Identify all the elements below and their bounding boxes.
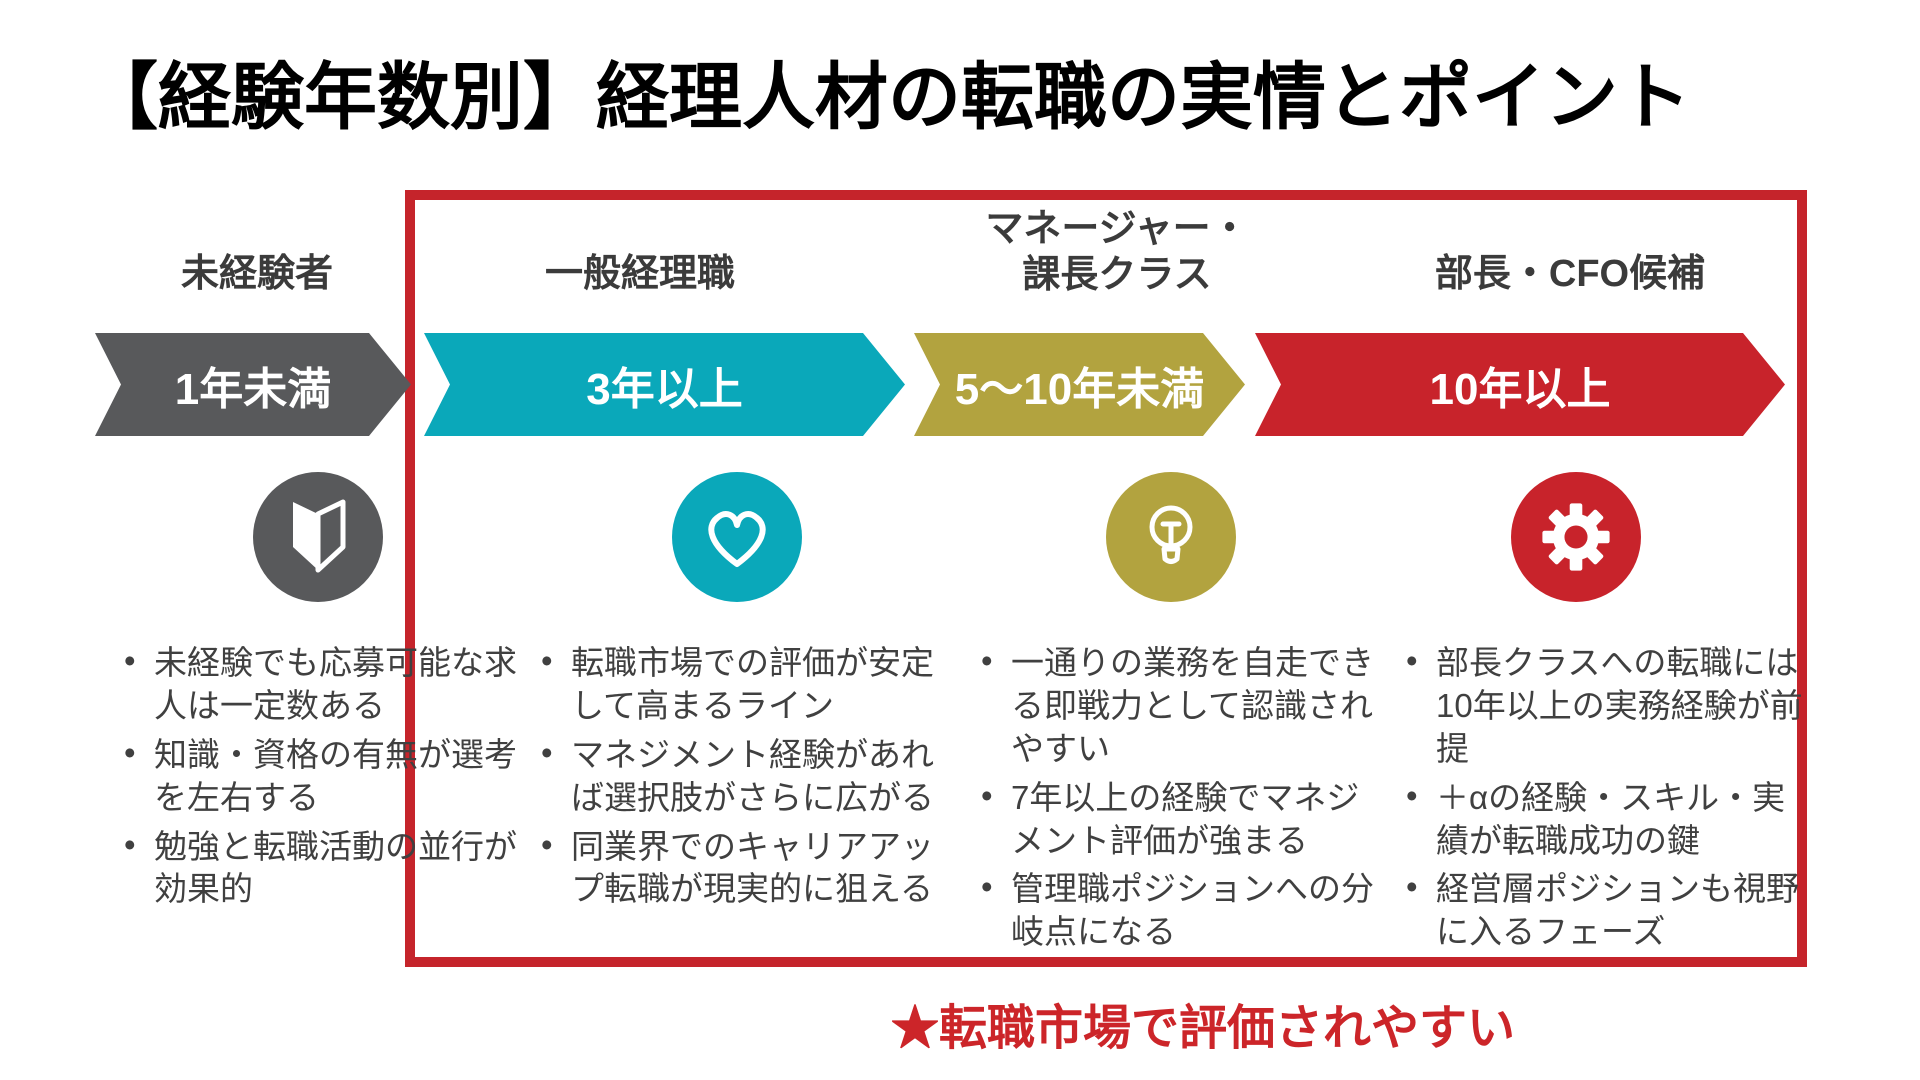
column-header-inexperienced: 未経験者 bbox=[180, 253, 334, 295]
lightbulb-glyph bbox=[1149, 505, 1193, 564]
list-item: マネジメント経験があれば選択肢がさらに広がる bbox=[535, 732, 945, 820]
list-item: 未経験でも応募可能な求人は一定数ある bbox=[118, 640, 528, 728]
gear-icon bbox=[1511, 472, 1641, 602]
list-item: ＋αの経験・スキル・実績が転職成功の鍵 bbox=[1400, 775, 1810, 863]
page-title: 【経験年数別】経理人材の転職の実情とポイント bbox=[85, 57, 1691, 138]
lightbulb-icon bbox=[1106, 472, 1236, 602]
heart-icon bbox=[672, 472, 802, 602]
column-header-manager: マネージャー・ 課長クラス bbox=[985, 207, 1248, 298]
experience-arrow-3-years-plus: 3年以上 bbox=[424, 333, 905, 436]
list-item: 部長クラスへの転職には10年以上の実務経験が前提 bbox=[1400, 640, 1810, 771]
heart-glyph bbox=[708, 511, 766, 567]
arrow-label: 3年以上 bbox=[586, 364, 743, 414]
column-header-cfo: 部長・CFO候補 bbox=[1434, 253, 1706, 295]
bullet-list-general-accounting: 転職市場での評価が安定して高まるライン マネジメント経験があれば選択肢がさらに広… bbox=[535, 640, 945, 917]
beginner-mark-glyph bbox=[293, 499, 346, 573]
experience-arrow-under-1-year: 1年未満 bbox=[95, 333, 411, 436]
column-header-general-accounting: 一般経理職 bbox=[544, 253, 736, 295]
list-item: 7年以上の経験でマネジメント評価が強まる bbox=[975, 775, 1385, 863]
column-header-manager-line2: 課長クラス bbox=[1022, 253, 1212, 296]
list-item: 管理職ポジションへの分岐点になる bbox=[975, 866, 1385, 954]
list-item: 勉強と転職活動の並行が効果的 bbox=[118, 824, 528, 912]
list-item: 同業界でのキャリアアップ転職が現実的に狙える bbox=[535, 824, 945, 912]
arrow-label: 1年未満 bbox=[174, 364, 332, 414]
column-header-manager-line1: マネージャー・ bbox=[985, 208, 1249, 250]
gear-glyph bbox=[1542, 503, 1610, 571]
beginner-mark-icon bbox=[253, 472, 383, 602]
bullet-list-manager: 一通りの業務を自走できる即戦力として認識されやすい 7年以上の経験でマネジメント… bbox=[975, 640, 1385, 960]
list-item: 経営層ポジションも視野に入るフェーズ bbox=[1400, 866, 1810, 954]
list-item: 一通りの業務を自走できる即戦力として認識されやすい bbox=[975, 640, 1385, 771]
arrow-label: 10年以上 bbox=[1429, 364, 1611, 414]
highlight-box bbox=[405, 190, 1807, 967]
list-item: 転職市場での評価が安定して高まるライン bbox=[535, 640, 945, 728]
bullet-list-cfo: 部長クラスへの転職には10年以上の実務経験が前提 ＋αの経験・スキル・実績が転職… bbox=[1400, 640, 1810, 960]
arrow-label: 5〜10年未満 bbox=[954, 364, 1205, 414]
experience-arrow-5-to-10-years: 5〜10年未満 bbox=[914, 333, 1245, 436]
bullet-list-inexperienced: 未経験でも応募可能な求人は一定数ある 知識・資格の有無が選考を左右する 勉強と転… bbox=[118, 640, 528, 917]
experience-arrow-10-years-plus: 10年以上 bbox=[1255, 333, 1785, 436]
footnote-market-value: ★転職市場で評価されやすい bbox=[890, 1002, 1516, 1055]
list-item: 知識・資格の有無が選考を左右する bbox=[118, 732, 528, 820]
